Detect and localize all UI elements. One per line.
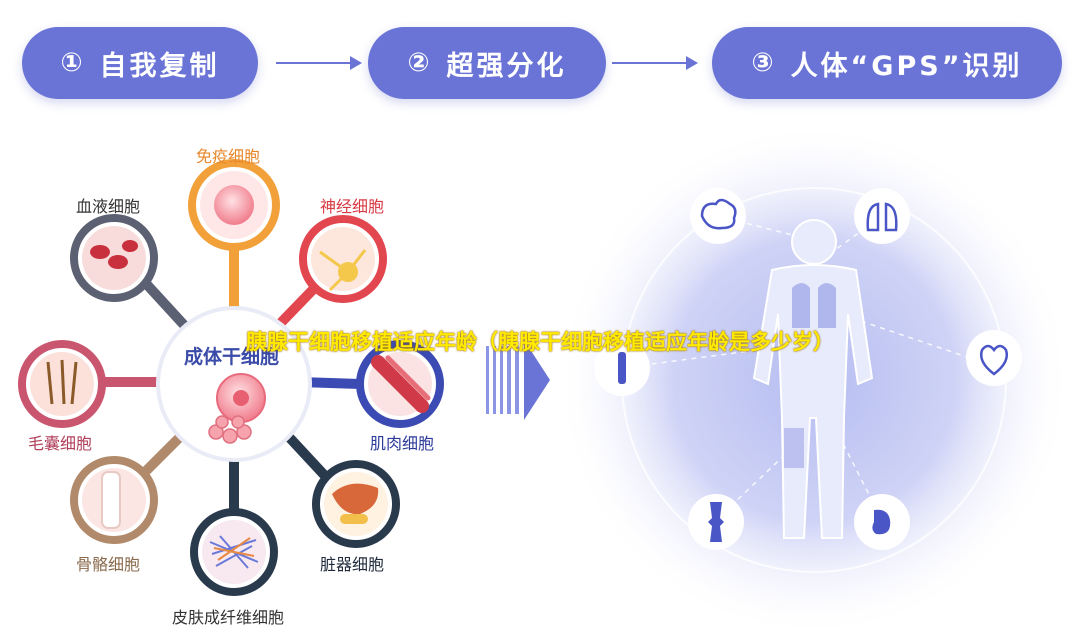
blood-cell-node bbox=[70, 214, 158, 302]
immune-cell-node bbox=[188, 159, 280, 251]
arrow-right-icon bbox=[612, 56, 698, 70]
lungs-node bbox=[854, 188, 910, 244]
stomach-icon bbox=[872, 509, 891, 535]
center-label: 成体干细胞 bbox=[184, 346, 280, 368]
transition-arrow-icon bbox=[486, 340, 550, 420]
cell-label-organ: 脏器细胞 bbox=[320, 555, 385, 574]
arrow-right-icon bbox=[276, 56, 362, 70]
bone-node bbox=[594, 340, 650, 396]
step-differentiation: ② 超强分化 bbox=[368, 27, 606, 99]
step-number: ① bbox=[60, 48, 86, 78]
overlay-caption: 胰腺干细胞移植适应年龄（胰腺干细胞移植适应年龄是多少岁） bbox=[246, 330, 834, 354]
step-label: 超强分化 bbox=[446, 50, 567, 82]
human-body-diagram bbox=[556, 122, 1072, 638]
cell-label-hair: 毛囊细胞 bbox=[28, 434, 93, 453]
stomach-node bbox=[854, 494, 910, 550]
hair-follicle-icon bbox=[46, 359, 78, 405]
heart-node bbox=[966, 330, 1022, 386]
lungs-in-body bbox=[792, 283, 836, 328]
bone-icon bbox=[101, 471, 121, 529]
step-gps-recognition: ③ 人体“GPS”识别 bbox=[712, 27, 1062, 99]
nerve-cell-node bbox=[299, 215, 387, 303]
skin-fibroblast-node bbox=[190, 508, 278, 596]
knee-node bbox=[688, 494, 744, 550]
lungs-icon bbox=[866, 202, 898, 232]
brain-icon bbox=[700, 198, 737, 230]
step-number: ③ bbox=[751, 48, 777, 78]
step-label: 人体“GPS”识别 bbox=[790, 50, 1023, 82]
knee-joint-icon bbox=[708, 502, 724, 542]
red-blood-cell-icon bbox=[90, 240, 138, 269]
cell-label-muscle: 肌肉细胞 bbox=[370, 434, 435, 453]
bone-icon bbox=[618, 352, 626, 384]
step-self-replication: ① 自我复制 bbox=[22, 27, 258, 99]
brain-node bbox=[690, 188, 746, 244]
human-body-silhouette bbox=[752, 219, 874, 539]
step-number: ② bbox=[407, 48, 433, 78]
heart-icon bbox=[980, 344, 1008, 376]
muscle-fiber-icon bbox=[371, 355, 429, 413]
cell-cluster-icon bbox=[208, 415, 252, 444]
cell-label-nerve: 神经细胞 bbox=[320, 197, 385, 216]
cell-label-blood: 血液细胞 bbox=[76, 197, 141, 216]
organ-cell-node bbox=[312, 460, 400, 548]
cell-label-skin: 皮肤成纤维细胞 bbox=[172, 608, 285, 627]
knee-highlight bbox=[784, 428, 804, 468]
muscle-cell-node bbox=[356, 340, 444, 428]
immune-cell-icon bbox=[214, 185, 254, 225]
cell-label-bone: 骨骼细胞 bbox=[76, 555, 141, 574]
liver-icon bbox=[332, 483, 379, 515]
hair-follicle-node bbox=[18, 340, 106, 428]
step-label: 自我复制 bbox=[99, 50, 220, 82]
bone-cell-node bbox=[70, 456, 158, 544]
stem-cell-diagram bbox=[18, 159, 444, 596]
cell-label-immune: 免疫细胞 bbox=[196, 147, 261, 166]
